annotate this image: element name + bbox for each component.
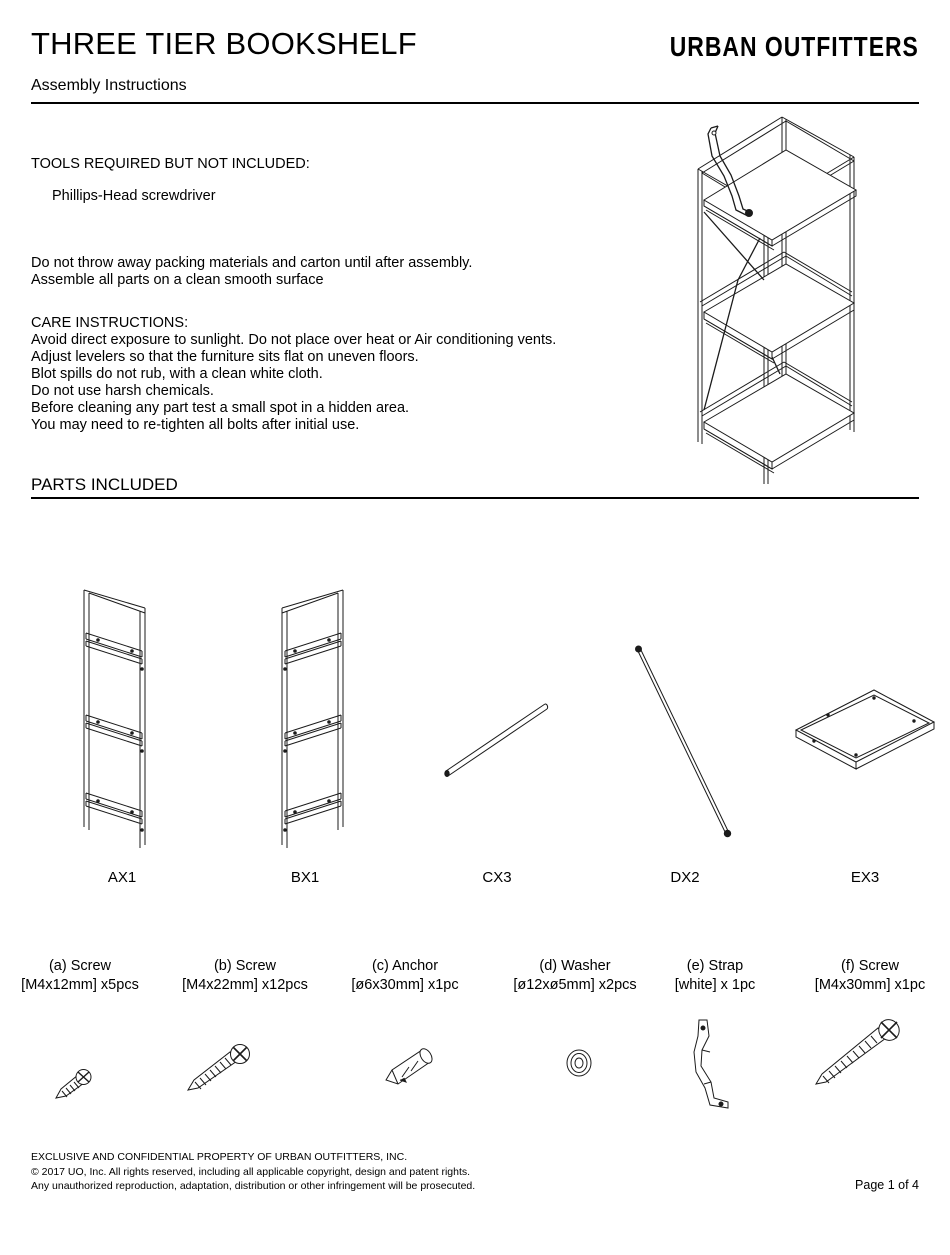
screw-medium-icon: [182, 1038, 260, 1098]
hardware-a-spec: [M4x12mm] x5pcs: [21, 977, 139, 993]
page-number: Page 1 of 4: [855, 1178, 919, 1192]
hardware-c-label: (c) Anchor [ø6x30mm] x1pc: [330, 957, 480, 995]
header-divider: [31, 102, 919, 104]
part-a-illustration: AX1: [62, 565, 182, 885]
hardware-a-name: (a) Screw: [48, 958, 112, 974]
footer-legal: EXCLUSIVE AND CONFIDENTIAL PROPERTY OF U…: [31, 1151, 476, 1192]
hardware-d-name: (d) Washer: [539, 958, 611, 974]
screw-short-icon: [48, 1058, 100, 1104]
hardware-e-name: (e) Strap: [686, 958, 744, 974]
hardware-b-label: (b) Screw [M4x22mm] x12pcs: [165, 957, 325, 995]
hardware-d-spec: [ø12xø5mm] x2pcs: [513, 977, 637, 993]
page-subtitle: Assembly Instructions: [31, 77, 187, 94]
tools-required-heading: TOOLS REQUIRED BUT NOT INCLUDED:: [31, 156, 310, 172]
hardware-e-spec: [white] x 1pc: [674, 977, 756, 993]
part-d-label: DX2: [670, 869, 700, 886]
hardware-c-name: (c) Anchor: [371, 958, 439, 974]
part-b-illustration: BX1: [245, 565, 365, 885]
hardware-f-spec: [M4x30mm] x1pc: [814, 977, 926, 993]
part-e-illustration: EX3: [790, 565, 940, 885]
wall-strap-icon: [680, 1016, 750, 1112]
hardware-c-spec: [ø6x30mm] x1pc: [351, 977, 459, 993]
parts-row: AX1: [0, 565, 950, 885]
tools-required-item: Phillips-Head screwdriver: [52, 188, 216, 204]
part-c-illustration: CX3: [432, 565, 562, 885]
hardware-d-label: (d) Washer [ø12xø5mm] x2pcs: [490, 957, 660, 995]
care-instructions: CARE INSTRUCTIONS: Avoid direct exposure…: [31, 315, 557, 433]
hardware-b-name: (b) Screw: [213, 958, 277, 974]
assembled-bookshelf-illustration: [668, 112, 892, 484]
packing-note: Do not throw away packing materials and …: [31, 255, 473, 288]
hardware-e-label: (e) Strap [white] x 1pc: [645, 957, 785, 995]
part-c-label: CX3: [482, 869, 512, 886]
parts-divider: [31, 497, 919, 499]
screw-long-icon: [812, 1012, 908, 1092]
parts-included-heading: PARTS INCLUDED: [31, 475, 178, 494]
part-b-label: BX1: [290, 869, 320, 886]
wall-anchor-icon: [378, 1040, 442, 1090]
part-e-label: EX3: [850, 869, 880, 886]
page-title: THREE TIER BOOKSHELF: [31, 26, 417, 61]
hardware-f-label: (f) Screw [M4x30mm] x1pc: [795, 957, 945, 995]
washer-icon: [560, 1046, 598, 1080]
hardware-f-name: (f) Screw: [841, 958, 899, 974]
hardware-a-label: (a) Screw [M4x12mm] x5pcs: [10, 957, 150, 995]
part-d-illustration: DX2: [620, 565, 750, 885]
part-a-label: AX1: [107, 869, 137, 886]
hardware-b-spec: [M4x22mm] x12pcs: [182, 977, 308, 993]
brand-logo: URBAN OUTFITTERS: [669, 31, 919, 62]
